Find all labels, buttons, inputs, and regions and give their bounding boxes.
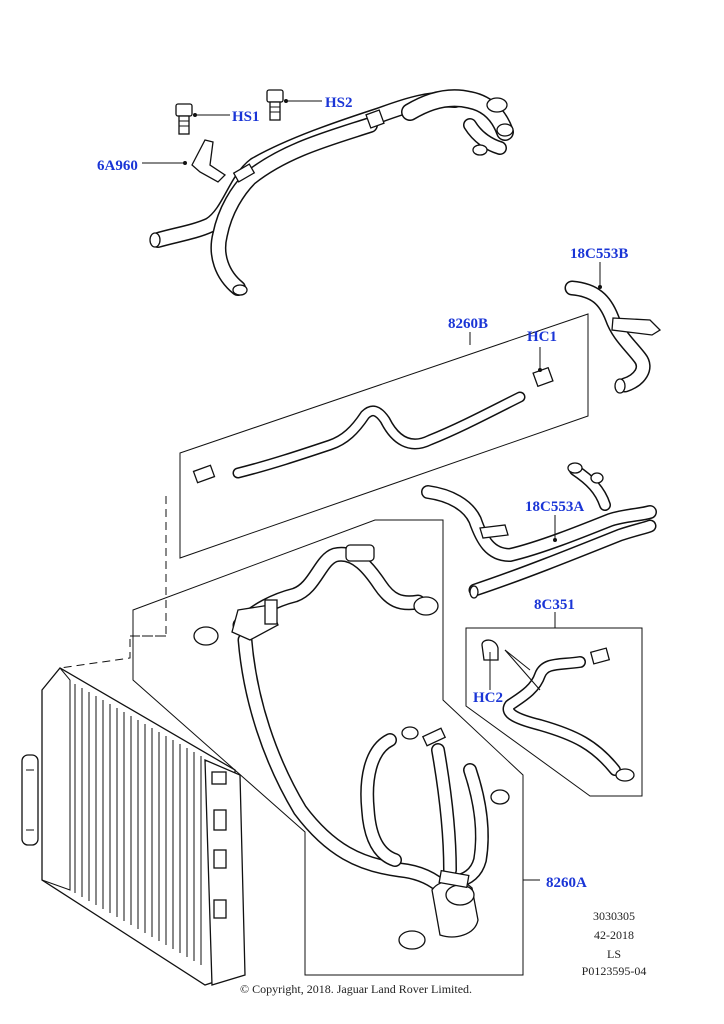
reference-line-4: P0123595-04 xyxy=(582,964,647,978)
hose-18c553b xyxy=(564,262,662,394)
radiator xyxy=(21,496,246,986)
reference-line-1: 3030305 xyxy=(593,909,635,923)
reference-line-3: LS xyxy=(607,947,621,961)
label-8c351: 8C351 xyxy=(534,597,575,613)
bolt-hs2 xyxy=(266,89,284,121)
label-8260b: 8260B xyxy=(448,316,488,332)
reference-line-2: 42-2018 xyxy=(594,928,634,942)
label-18c553a: 18C553A xyxy=(525,499,584,515)
top-hose-assembly xyxy=(142,89,514,296)
label-8260a: 8260A xyxy=(546,875,587,891)
radiator-fins xyxy=(74,684,202,965)
label-hs2: HS2 xyxy=(325,95,353,111)
label-hc1: HC1 xyxy=(527,329,557,345)
hose-8260b-panel xyxy=(130,313,589,637)
label-hc2: HC2 xyxy=(473,690,503,706)
hose-8c351-panel xyxy=(465,612,643,797)
hose-18c553a xyxy=(421,462,657,599)
bolt-hs1 xyxy=(175,103,193,135)
label-6a960: 6A960 xyxy=(97,158,138,174)
label-hs1: HS1 xyxy=(232,109,260,125)
label-18c553b: 18C553B xyxy=(570,246,628,262)
copyright-notice: © Copyright, 2018. Jaguar Land Rover Lim… xyxy=(240,982,472,996)
hose-8260a-panel xyxy=(132,519,540,976)
